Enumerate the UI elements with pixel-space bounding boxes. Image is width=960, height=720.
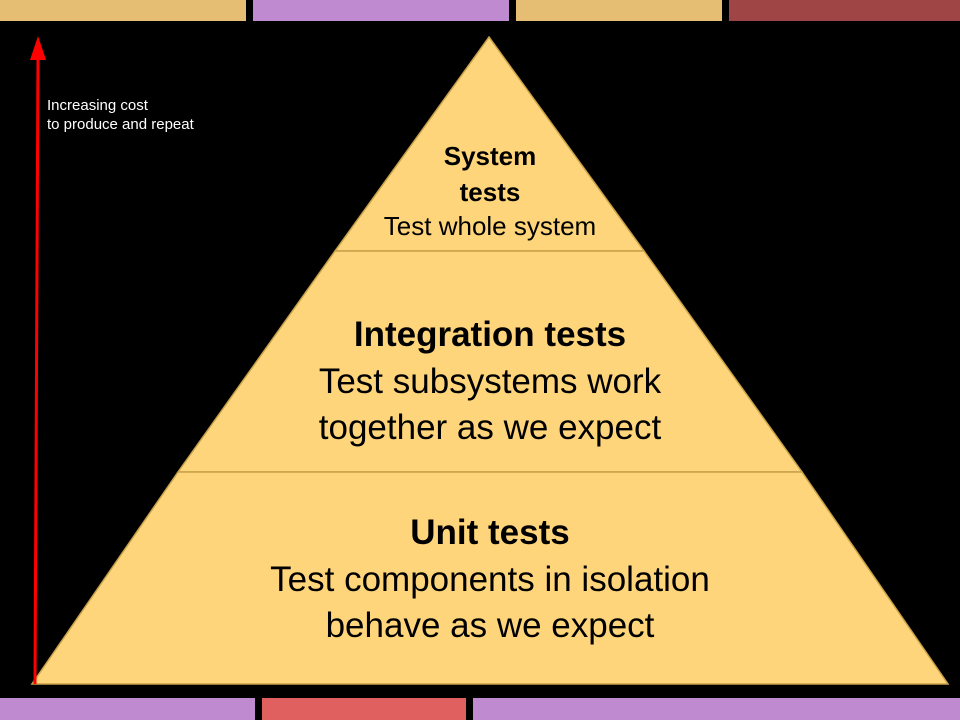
integration-tests-text: Integration tests Test subsystems work t… <box>200 311 780 451</box>
unit-tests-text: Unit tests Test components in isolation … <box>100 509 880 649</box>
pyramid-tier-unit <box>30 471 950 685</box>
unit-tests-desc-line2: behave as we expect <box>325 606 655 645</box>
cost-axis-label-line1: Increasing cost <box>47 97 148 114</box>
top-bar-gold-2 <box>516 0 722 21</box>
system-tests-desc: Test whole system <box>383 211 597 241</box>
system-tests-title-line1: System <box>443 141 537 171</box>
cost-axis-label: Increasing cost to produce and repeat <box>47 96 194 134</box>
integration-tests-desc-line2: together as we expect <box>318 408 662 447</box>
cost-axis-label-line2: to produce and repeat <box>47 116 194 133</box>
cost-arrow-line <box>33 55 40 685</box>
integration-tests-title: Integration tests <box>353 315 627 354</box>
top-bar-darkred <box>729 0 960 21</box>
unit-tests-title: Unit tests <box>410 513 570 552</box>
unit-tests-desc-line1: Test components in isolation <box>270 560 710 599</box>
bottom-bar-red <box>262 698 466 720</box>
bottom-bar-purple-2 <box>473 698 960 720</box>
system-tests-title-line2: tests <box>459 177 521 207</box>
integration-tests-desc-line1: Test subsystems work <box>318 362 662 401</box>
cost-arrow-head-icon <box>30 36 46 60</box>
top-bar-gold-1 <box>0 0 246 21</box>
system-tests-text: System tests Test whole system <box>330 138 650 242</box>
top-bar-purple <box>253 0 509 21</box>
bottom-bar-purple-1 <box>0 698 255 720</box>
